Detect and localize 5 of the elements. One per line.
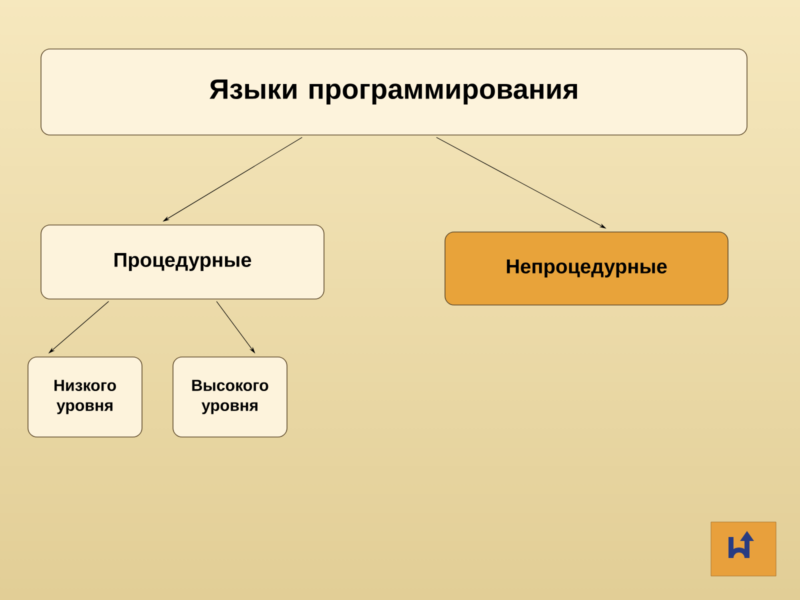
category-box: Низкого уровня [28, 356, 142, 438]
category-box: Высокого уровня [172, 356, 288, 438]
category-box: Языки программирования [40, 48, 748, 136]
category-box: Процедурные [40, 224, 324, 300]
category-box: Непроцедурные [444, 232, 728, 306]
